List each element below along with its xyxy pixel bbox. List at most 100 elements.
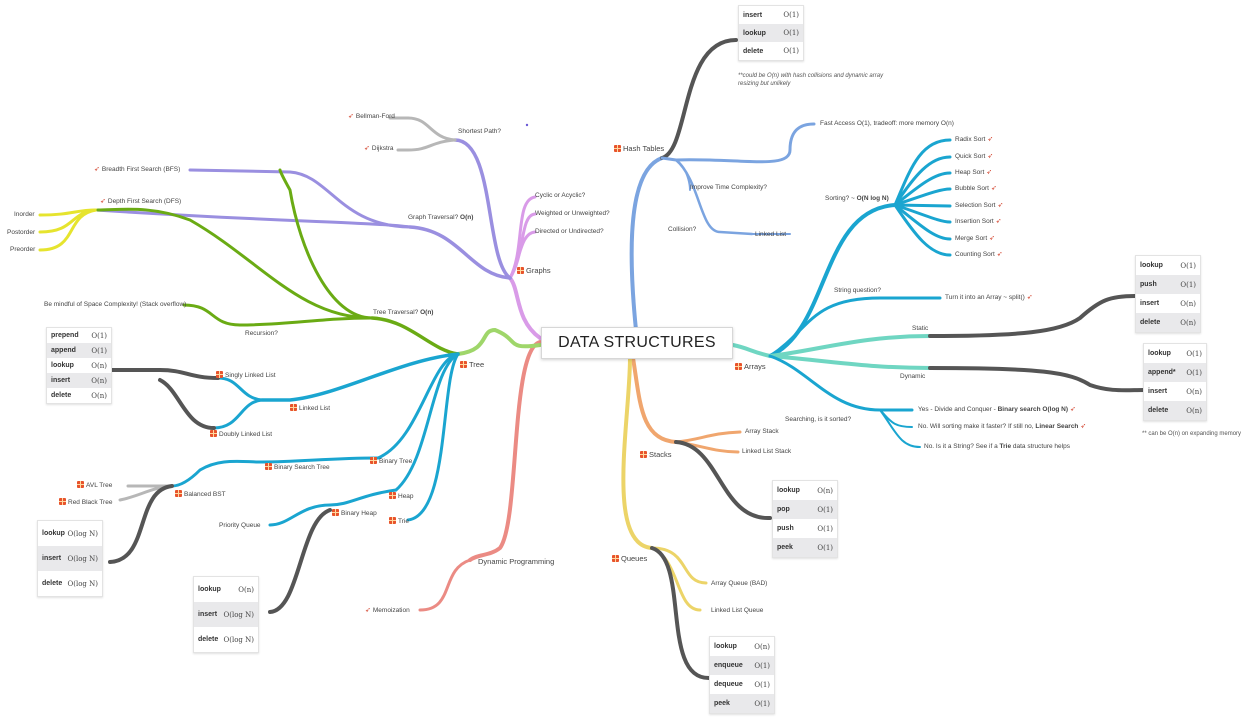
op-complexity: O(1)	[91, 331, 107, 340]
tree-red-black[interactable]: Red Black Tree	[59, 498, 112, 507]
tree-space-complexity[interactable]: Be mindful of Space Complexity! (Stack o…	[44, 301, 187, 308]
tree-linked-list[interactable]: Linked List	[290, 404, 330, 413]
gift-icon	[265, 463, 272, 470]
op-name: peek	[777, 544, 793, 551]
graphs-weighted[interactable]: Weighted or Unweighted?	[535, 210, 610, 217]
dfs-inorder[interactable]: Inorder	[14, 211, 35, 218]
op-name: insert	[743, 11, 763, 19]
arrays-sorting[interactable]: Sorting? ~ O(N log N)	[825, 195, 889, 203]
op-complexity: O(1)	[754, 699, 770, 708]
tree-trie[interactable]: Trie	[389, 517, 409, 526]
sort-heap[interactable]: Heap Sort➶	[955, 169, 994, 177]
algo-label: Breadth First Search (BFS)	[101, 166, 181, 173]
rocket-icon: ➶	[987, 136, 994, 143]
op-name: append	[51, 347, 76, 354]
arrays-search-question[interactable]: Searching, is it sorted?	[785, 416, 852, 423]
stacks-linked-list[interactable]: Linked List Stack	[742, 448, 792, 455]
rocket-icon: ➶	[997, 202, 1004, 209]
topic-dynamic-programming[interactable]: Dynamic Programming	[478, 557, 555, 566]
graphs-traversal[interactable]: Graph Traversal? O(n)	[408, 214, 473, 222]
algo-label: Bellman-Ford	[355, 113, 395, 120]
queues-array[interactable]: Array Queue (BAD)	[711, 580, 768, 587]
sort-quick[interactable]: Quick Sort➶	[955, 153, 995, 161]
graphs-dfs[interactable]: ➶Depth First Search (DFS)	[98, 198, 181, 206]
graphs-shortest-path[interactable]: Shortest Path?	[458, 128, 501, 135]
sort-bubble[interactable]: Bubble Sort➶	[955, 185, 999, 193]
op-complexity: O(1)	[817, 543, 833, 552]
graphs-directed[interactable]: Directed or Undirected?	[535, 228, 604, 235]
node-label: Binary Tree	[379, 458, 413, 465]
tree-binary-heap[interactable]: Binary Heap	[332, 509, 377, 518]
op-complexity: O(n)	[91, 361, 107, 370]
op-complexity: O(n)	[1186, 387, 1202, 396]
op-name: delete	[743, 47, 764, 55]
arrays-static[interactable]: Static	[912, 325, 929, 332]
search-no-linear[interactable]: No. Will sorting make it faster? If stil…	[918, 423, 1088, 431]
topic-stacks[interactable]: Stacks	[640, 451, 672, 459]
search-yes[interactable]: Yes - Divide and Conquer - Binary search…	[918, 406, 1078, 414]
graphs-bfs[interactable]: ➶Breadth First Search (BFS)	[92, 166, 180, 174]
topic-tree[interactable]: Tree	[460, 361, 484, 369]
dfs-postorder[interactable]: Postorder	[7, 229, 36, 236]
op-complexity: O(1)	[754, 680, 770, 689]
node-label: Trie	[398, 518, 409, 525]
topic-hash-tables[interactable]: Hash Tables	[614, 145, 664, 153]
tree-avl[interactable]: AVL Tree	[77, 481, 112, 490]
tree-binary-search-tree[interactable]: Binary Search Tree	[265, 463, 330, 472]
topic-arrays[interactable]: Arrays	[735, 363, 766, 371]
node-label: Balanced BST	[184, 491, 226, 498]
op-complexity: O(log N)	[67, 554, 99, 563]
answer-label: Yes - Divide and Conquer -	[918, 406, 998, 413]
search-no-string[interactable]: No. Is it a String? See if a Trie data s…	[924, 443, 1070, 451]
tree-binary-tree[interactable]: Binary Tree	[370, 457, 412, 466]
topic-queues[interactable]: Queues	[612, 555, 647, 563]
sort-label: Bubble Sort	[955, 185, 989, 192]
sort-counting[interactable]: Counting Sort➶	[955, 251, 1005, 259]
graphs-cyclic[interactable]: Cyclic or Acyclic?	[535, 192, 586, 199]
hash-linked-list[interactable]: Linked List	[755, 231, 787, 238]
tree-priority-queue[interactable]: Priority Queue	[219, 522, 261, 529]
topic-label: Hash Tables	[623, 144, 665, 153]
tree-balanced-bst[interactable]: Balanced BST	[175, 490, 226, 499]
rocket-icon: ➶	[1080, 423, 1087, 430]
sort-insertion[interactable]: Insertion Sort➶	[955, 218, 1004, 226]
sort-merge[interactable]: Merge Sort➶	[955, 235, 997, 243]
answer-bold: Binary search O(log N)	[997, 406, 1069, 413]
sort-radix[interactable]: Radix Sort➶	[955, 136, 995, 144]
node-label: AVL Tree	[86, 482, 113, 489]
tree-traversal[interactable]: Tree Traversal? O(n)	[373, 309, 433, 317]
op-complexity: O(log N)	[67, 529, 99, 538]
topic-graphs[interactable]: Graphs	[517, 267, 551, 275]
graphs-dijkstra[interactable]: ➶Dijkstra	[362, 145, 394, 153]
tree-singly-linked-list[interactable]: Singly Linked List	[216, 371, 276, 380]
central-topic[interactable]: DATA STRUCTURES	[541, 327, 733, 359]
dp-memoization[interactable]: ➶Memoization	[363, 607, 410, 615]
arrays-string-answer[interactable]: Turn it into an Array ~ split()➶	[945, 294, 1035, 302]
tree-recursion[interactable]: Recursion?	[245, 330, 278, 337]
answer-label: No. Is it a String? See if a	[924, 443, 1000, 450]
tree-heap[interactable]: Heap	[389, 492, 414, 501]
arrays-string-question[interactable]: String question?	[834, 287, 881, 294]
algo-label: Depth First Search (DFS)	[107, 198, 182, 205]
hash-fast-access[interactable]: Fast Access O(1), tradeoff: more memory …	[820, 120, 954, 127]
hash-collision[interactable]: Collision?	[668, 226, 697, 233]
hash-improve[interactable]: Improve Time Complexity?	[690, 184, 767, 191]
sort-selection[interactable]: Selection Sort➶	[955, 202, 1005, 210]
op-complexity: O(1)	[1180, 280, 1196, 289]
arrays-dynamic[interactable]: Dynamic	[900, 373, 926, 380]
graphs-bellman-ford[interactable]: ➶Bellman-Ford	[346, 113, 395, 121]
tree-doubly-linked-list[interactable]: Doubly Linked List	[210, 430, 272, 439]
stacks-array[interactable]: Array Stack	[745, 428, 779, 435]
node-label: Heap	[398, 493, 414, 500]
gift-icon	[210, 430, 217, 437]
op-complexity: O(1)	[817, 505, 833, 514]
queues-linked-list[interactable]: Linked List Queue	[711, 607, 764, 614]
dfs-preorder[interactable]: Preorder	[10, 246, 36, 253]
